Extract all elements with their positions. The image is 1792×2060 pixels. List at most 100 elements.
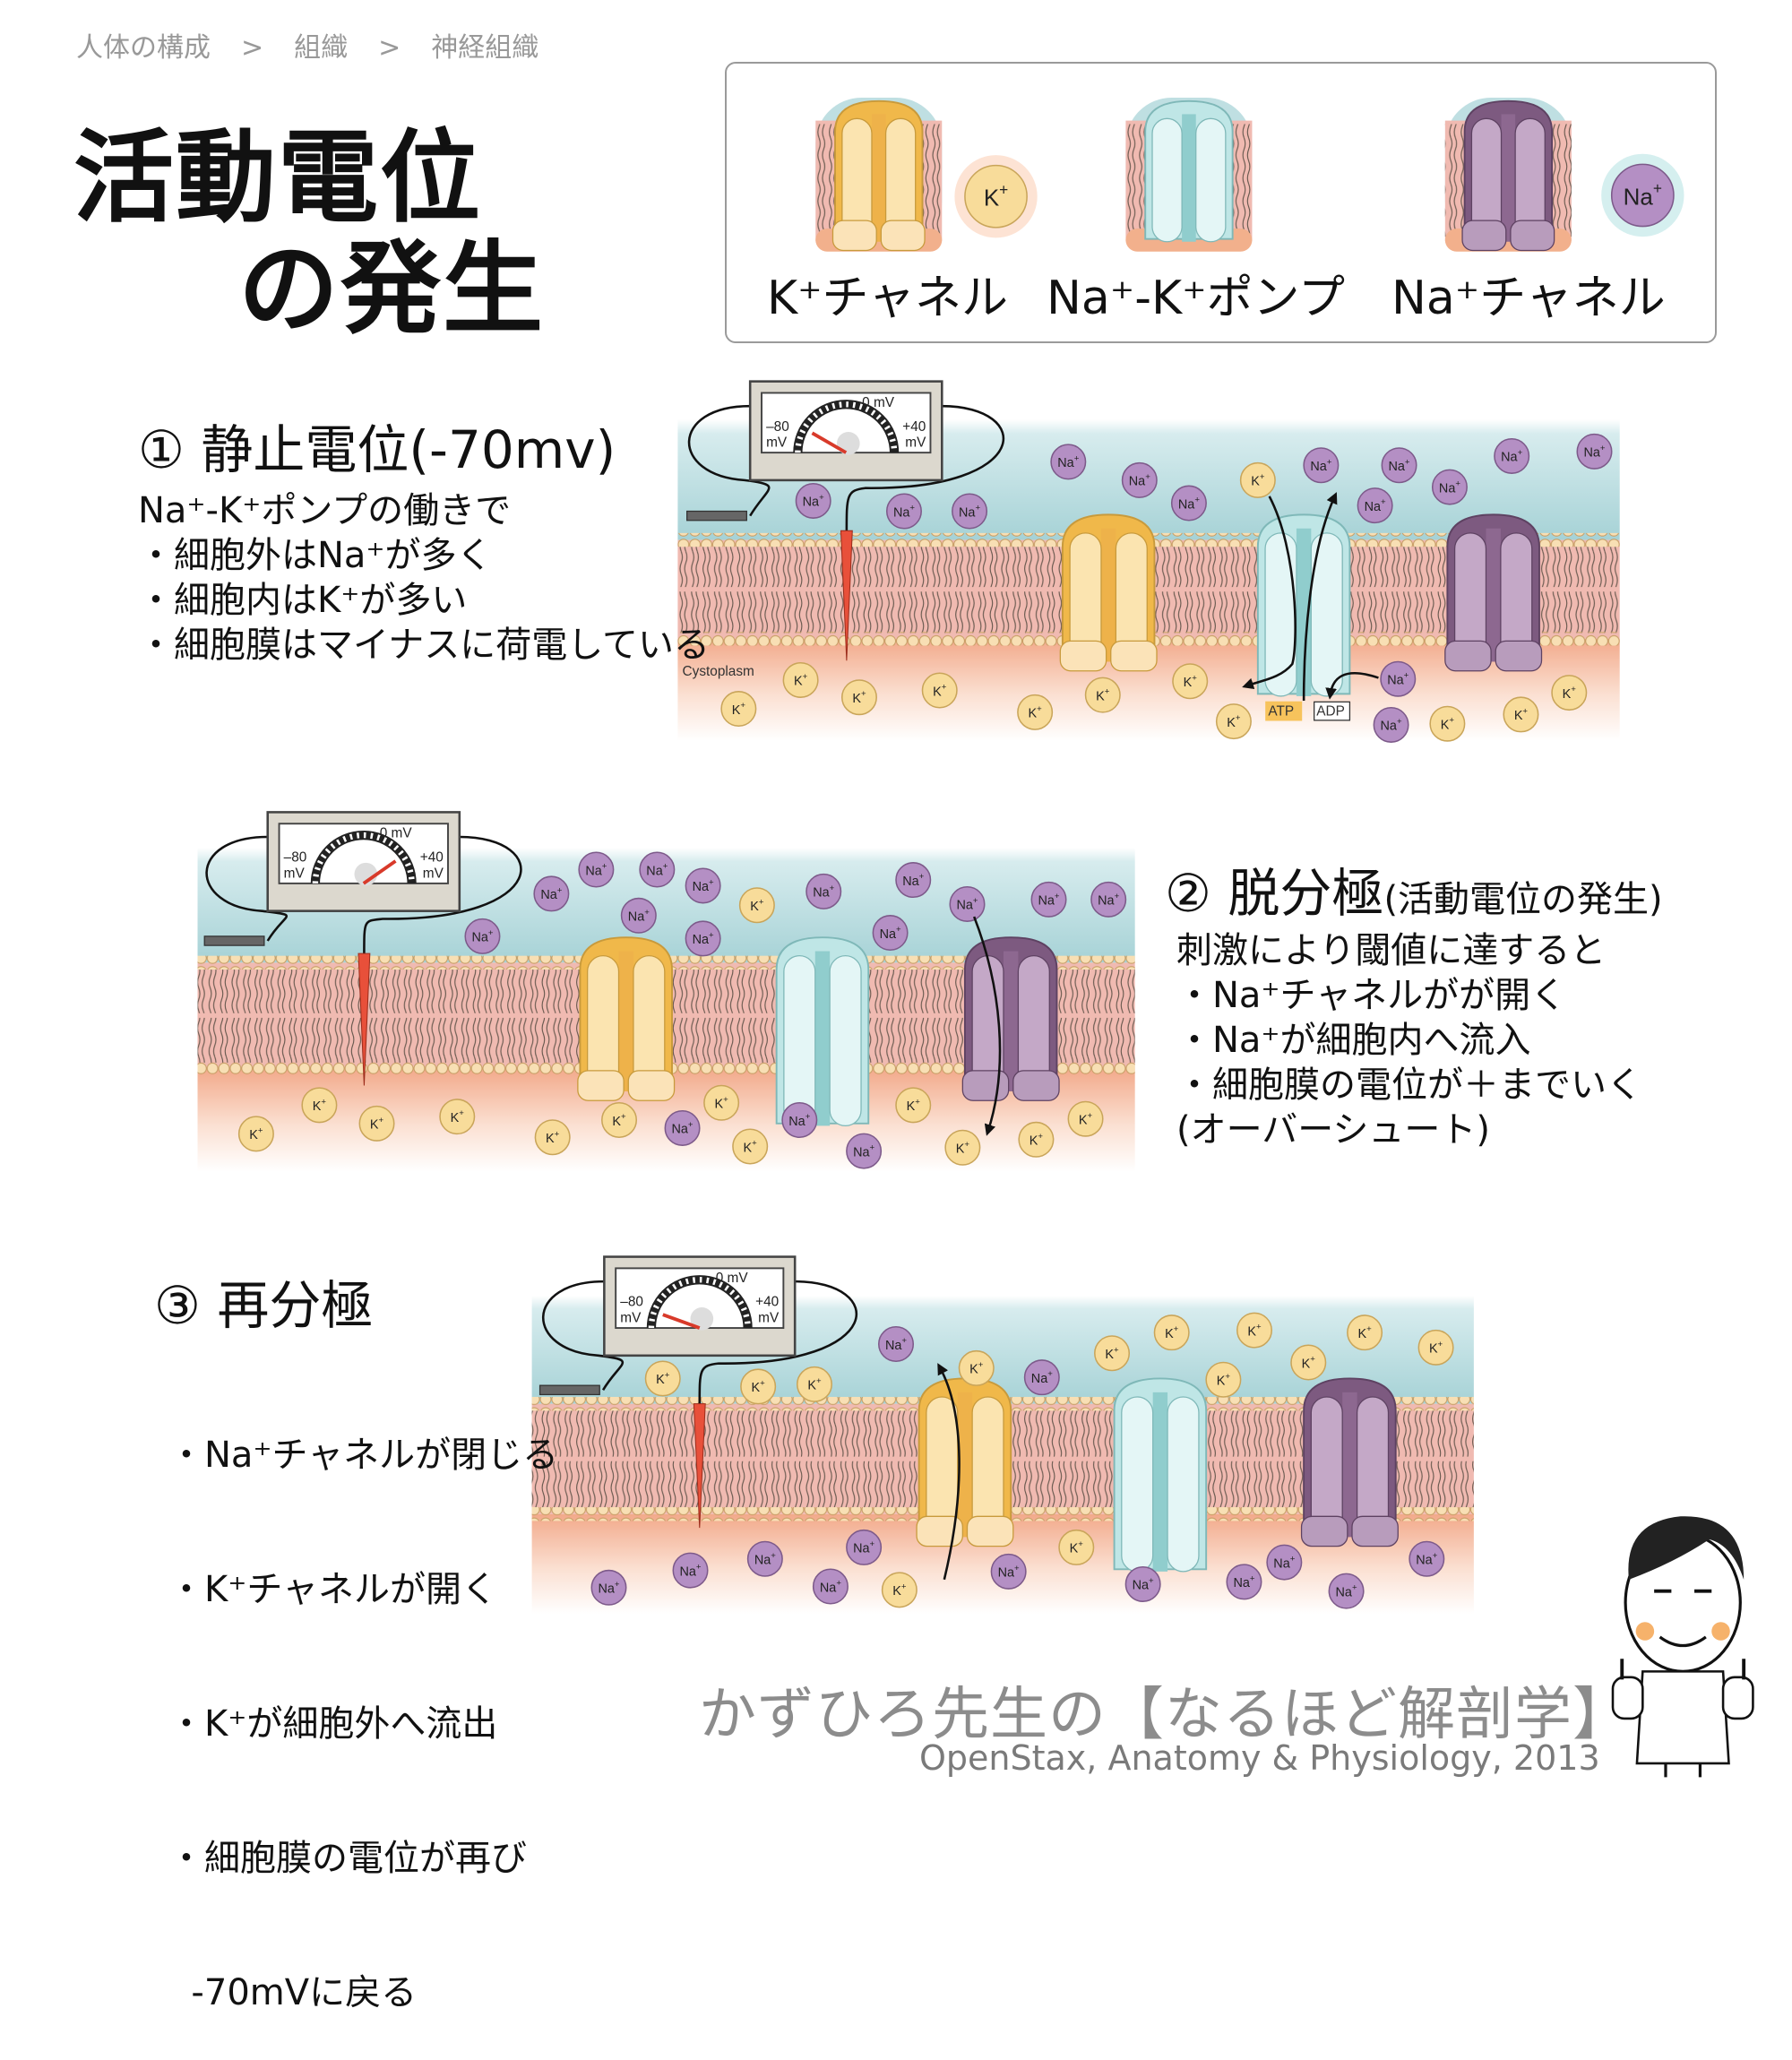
sodium-ion: Na+ (639, 851, 676, 888)
meter-label-unit: mV (620, 1311, 642, 1326)
sodium-ion: Na+ (578, 851, 615, 888)
flow-arrow (972, 916, 1002, 1136)
text-line: (オーバーシュート) (1176, 1109, 1491, 1151)
meter-cable (541, 1280, 625, 1391)
text-line: ・K⁺チャネルが開く (168, 1569, 497, 1610)
ion-label: Na+ (1098, 892, 1119, 909)
legend-icon-na-channel (1444, 97, 1572, 252)
meter-label-max: +40 (420, 850, 444, 866)
ion-label: Na+ (1233, 1573, 1254, 1590)
sodium-ion: Na+ (885, 493, 922, 530)
ion-label: Na+ (471, 928, 493, 945)
potassium-ion: K+ (720, 691, 757, 728)
potassium-ion: K+ (1429, 705, 1466, 742)
sodium-ion: Na+ (1124, 1565, 1161, 1602)
potassium-ion: K+ (703, 1084, 740, 1121)
legend-icon-pump-protein (1144, 99, 1234, 243)
potassium-ion: K+ (732, 1128, 769, 1165)
sodium-ion: Na+ (464, 918, 501, 954)
potassium-ion: K+ (895, 1087, 932, 1124)
text-line: ・細胞外はNa⁺が多く (138, 535, 493, 576)
legend-label-na-channel: Na⁺チャネル (1391, 272, 1666, 325)
potassium-ion: K+ (534, 1119, 571, 1156)
ion-label: Na+ (1129, 472, 1150, 489)
meter-cable (845, 404, 1004, 531)
ion-label: Na+ (540, 885, 562, 902)
sodium-ion: Na+ (1090, 881, 1127, 918)
text-line: ・K⁺が細胞外へ流出 (168, 1703, 498, 1745)
breadcrumb-item[interactable]: 組織 (294, 32, 349, 64)
panel-resting-potential: Na+Na+Na+Na+Na+Na+Na+Na+Na+Na+Na+Na+K+K+… (677, 380, 1620, 743)
legend-box (725, 62, 1717, 343)
sodium-ion: Na+ (664, 1109, 701, 1146)
flow-arrow (937, 1363, 961, 1581)
potassium-ion: K+ (1290, 1344, 1327, 1381)
sodium-ion: Na+ (1023, 1359, 1060, 1396)
flow-arrow (1302, 492, 1338, 702)
meter-label-unit: mV (766, 435, 788, 451)
ion-label: Na+ (853, 1539, 874, 1556)
breadcrumb-separator: > (378, 32, 401, 64)
potassium-ion: K+ (1017, 694, 1054, 730)
breadcrumb-item[interactable]: 神経組織 (431, 32, 539, 64)
legend-icon-k-channel-protein (831, 99, 926, 252)
meter-label-unit: mV (758, 1311, 780, 1326)
ion-label: Na+ (1501, 448, 1522, 465)
meter-label-max: +40 (902, 419, 926, 435)
potassium-ion: K+ (1172, 663, 1209, 700)
section-body-repolarization: ・Na⁺チャネルが閉じる ・K⁺チャネルが開く ・K⁺が細胞外へ流出 ・細胞膜の… (168, 1343, 558, 2060)
potassium-ion: K+ (1067, 1100, 1104, 1137)
ion-label: Na+ (693, 930, 714, 947)
potassium-ion: K+ (1084, 677, 1121, 713)
potassium-ion: K+ (964, 164, 1028, 228)
meter-label-min: –80 (284, 850, 307, 866)
potassium-ion: K+ (840, 679, 877, 716)
footer-credit: OpenStax, Anatomy & Physiology, 2013 (919, 1738, 1600, 1778)
flow-arrow (1242, 496, 1297, 690)
potassium-ion: K+ (1153, 1314, 1190, 1351)
meter-label-zero: 0 mV (716, 1271, 749, 1286)
text-line: -70mVに戻る (168, 1972, 418, 2013)
breadcrumb-item[interactable]: 人体の構成 (76, 32, 211, 64)
legend-icon-pump (1125, 97, 1253, 252)
potassium-ion: K+ (1058, 1529, 1095, 1565)
potassium-ion: K+ (1503, 696, 1539, 733)
ion-label: Na+ (959, 504, 980, 521)
ion-label: Na+ (1389, 457, 1410, 474)
sodium-ion: Na+ (1030, 881, 1067, 918)
potassium-ion: K+ (796, 1366, 832, 1402)
ion-label: Na+ (1365, 497, 1386, 514)
panel-repolarization: K+K+K+K+K+K+K+K+K+K+K+Na+Na+Na+Na+Na+Na+… (531, 1255, 1474, 1615)
heading-sub: (活動電位の発生) (1383, 879, 1663, 920)
meter-cable (687, 404, 771, 517)
legend-label-pump: Na⁺-K⁺ポンプ (1047, 272, 1345, 325)
sodium-ion: Na+ (672, 1552, 709, 1589)
sodium-ion: Na+ (1494, 437, 1530, 474)
potassium-ion: K+ (1551, 675, 1588, 711)
sodium-ion: Na+ (1050, 444, 1087, 480)
sodium-ion: Na+ (590, 1569, 627, 1606)
recording-electrode (840, 530, 853, 661)
sodium-ion: Na+ (795, 482, 831, 519)
ion-label: Na+ (1038, 892, 1059, 909)
sodium-ion: Na+ (1170, 485, 1207, 521)
sodium-ion: Na+ (746, 1540, 783, 1577)
meter-label-max: +40 (755, 1295, 779, 1310)
meter-label-min: –80 (766, 419, 789, 435)
meter-label-zero: 0 mV (380, 826, 413, 841)
meter-label-zero: 0 mV (862, 395, 895, 410)
potassium-ion: K+ (1018, 1121, 1055, 1158)
breadcrumb: 人体の構成>組織>神経組織 (76, 25, 538, 65)
legend-icon-k-channel (815, 97, 943, 252)
teacher-cartoon (1611, 1516, 1754, 1778)
potassium-ion: K+ (738, 887, 775, 924)
ion-label: Na+ (585, 862, 607, 879)
potassium-ion: K+ (1094, 1335, 1131, 1372)
ion-label: Na+ (1057, 453, 1079, 470)
sodium-ion: Na+ (620, 897, 657, 934)
ion-label: Na+ (598, 1580, 619, 1597)
potassium-ion: K+ (237, 1116, 274, 1152)
text-line: ・細胞内はK⁺が多い (138, 580, 468, 621)
